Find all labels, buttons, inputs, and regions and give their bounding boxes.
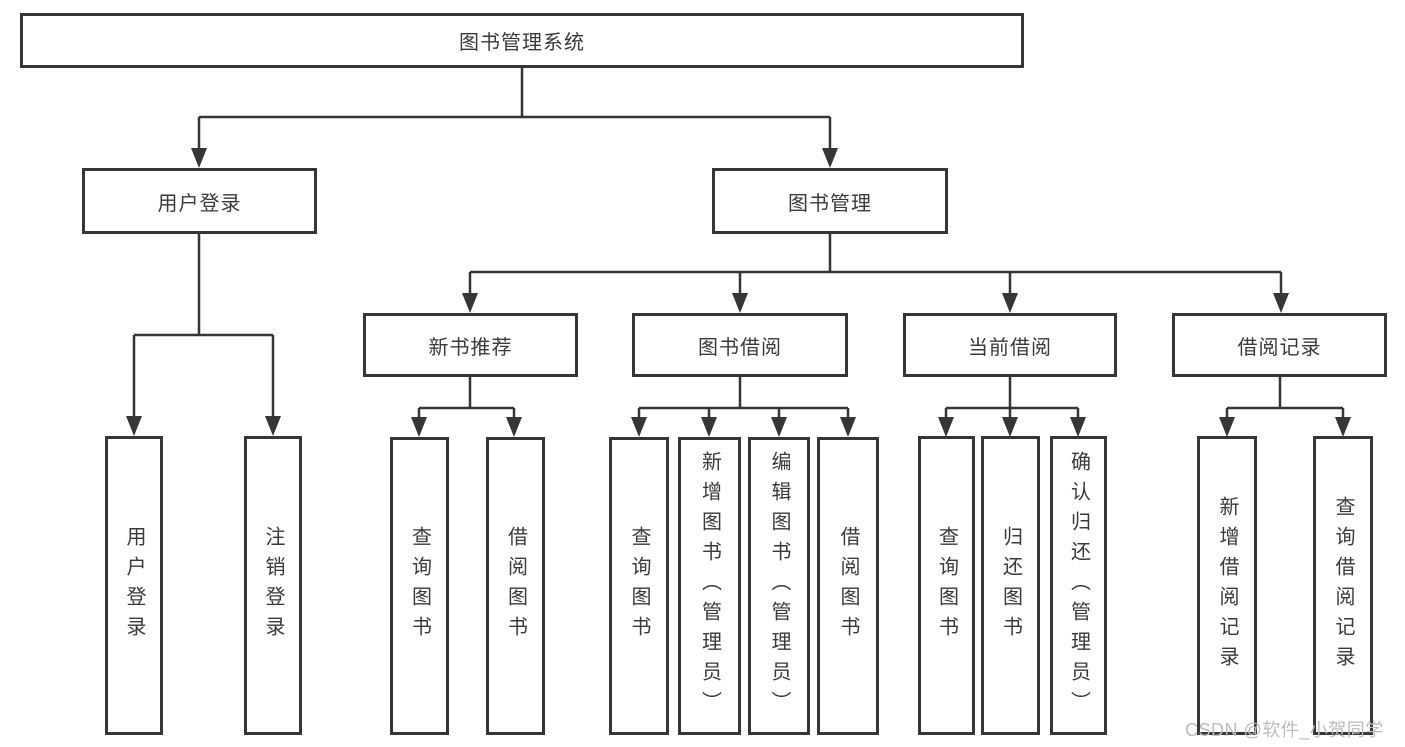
arrowhead <box>1219 417 1235 437</box>
arrowhead <box>1002 417 1018 437</box>
connector-book-management-to-level3 <box>462 234 1289 313</box>
node-label: 查询图书 <box>408 526 431 646</box>
arrowhead <box>938 417 954 437</box>
arrowhead <box>822 148 838 168</box>
node-label: 图书管理 <box>788 192 872 215</box>
node-label: 新增借阅记录 <box>1216 495 1238 676</box>
arrowhead <box>631 417 647 437</box>
node-leaf-borrow-books-recommend: 借阅图书 <box>486 437 545 735</box>
node-leaf-add-borrow-record: 新增借阅记录 <box>1197 436 1257 735</box>
node-leaf-add-books-admin: 新增图书（管理员） <box>678 437 741 735</box>
node-label: 用户登录 <box>157 192 242 215</box>
arrowhead <box>411 417 427 437</box>
arrowhead <box>1273 293 1289 313</box>
node-leaf-confirm-return-admin: 确认归还（管理员） <box>1050 436 1107 735</box>
arrowhead <box>1335 417 1351 437</box>
node-new-book-recommend: 新书推荐 <box>363 313 578 377</box>
arrowhead <box>506 417 522 437</box>
arrowhead <box>126 416 142 436</box>
node-label: 查询图书 <box>935 525 958 646</box>
arrowhead <box>191 148 207 168</box>
node-leaf-query-books-borrow: 查询图书 <box>609 437 669 735</box>
node-leaf-edit-books-admin: 编辑图书（管理员） <box>748 437 810 735</box>
arrowhead <box>1002 293 1018 313</box>
node-label: 用户登录 <box>123 525 145 646</box>
node-label: 当前借阅 <box>968 336 1052 359</box>
arrowhead <box>1070 417 1086 437</box>
node-label: 借阅图书 <box>504 526 527 646</box>
node-label: 归还图书 <box>999 525 1022 646</box>
node-label: 图书管理系统 <box>459 32 585 54</box>
node-user-login: 用户登录 <box>82 168 317 234</box>
node-label: 新增图书（管理员） <box>698 451 721 721</box>
connector-root-to-level2 <box>191 68 838 168</box>
arrowhead <box>701 417 717 437</box>
node-label: 查询图书 <box>628 526 650 646</box>
arrowhead <box>732 293 748 313</box>
node-library-management-system: 图书管理系统 <box>20 13 1024 68</box>
node-current-borrow: 当前借阅 <box>903 313 1117 377</box>
node-leaf-query-books-current: 查询图书 <box>918 436 975 735</box>
connector-book-borrow-to-leaves <box>631 377 856 437</box>
node-leaf-borrow-books: 借阅图书 <box>817 437 879 735</box>
node-label: 注销登录 <box>262 525 284 646</box>
arrowhead <box>840 417 856 437</box>
node-leaf-user-login: 用户登录 <box>105 436 163 735</box>
node-book-management: 图书管理 <box>712 168 948 234</box>
node-label: 借阅图书 <box>837 526 859 646</box>
node-label: 编辑图书（管理员） <box>768 451 790 721</box>
node-label: 图书借阅 <box>698 336 782 359</box>
connector-current-borrow-to-leaves <box>938 377 1086 437</box>
node-leaf-query-books-recommend: 查询图书 <box>390 437 449 735</box>
connector-new-book-to-leaves <box>411 377 522 437</box>
node-label: 查询借阅记录 <box>1332 495 1354 676</box>
node-label: 借阅记录 <box>1237 336 1322 359</box>
node-leaf-query-borrow-record: 查询借阅记录 <box>1313 436 1373 735</box>
node-label: 新书推荐 <box>428 336 513 359</box>
node-book-borrow: 图书借阅 <box>632 313 848 377</box>
node-label: 确认归还（管理员） <box>1067 450 1090 721</box>
node-leaf-logout: 注销登录 <box>244 436 302 735</box>
node-leaf-return-books: 归还图书 <box>981 436 1040 735</box>
arrowhead <box>462 293 478 313</box>
connector-user-login-to-leaves <box>126 234 281 436</box>
connector-borrow-records-to-leaves <box>1219 377 1351 437</box>
arrowhead <box>265 416 281 436</box>
arrowhead <box>771 417 787 437</box>
node-borrow-records: 借阅记录 <box>1172 313 1387 377</box>
csdn-watermark: CSDN @软件_小贺同学 <box>1185 720 1384 740</box>
